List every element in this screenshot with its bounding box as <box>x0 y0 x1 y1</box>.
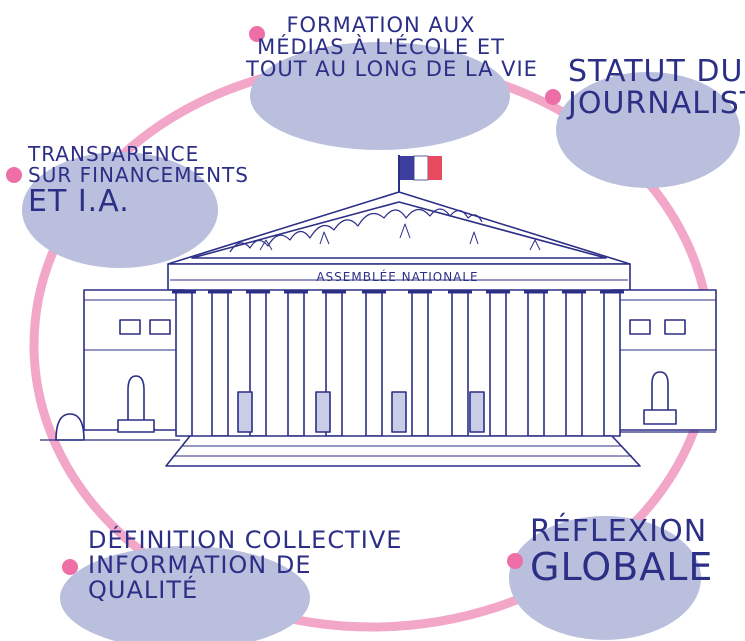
door <box>315 391 331 433</box>
flag-blue <box>400 156 414 180</box>
label-definition: DÉFINITION COLLECTIVE INFORMATION DE QUA… <box>88 526 403 605</box>
statue-right <box>643 371 677 425</box>
label-definition-line2: INFORMATION DE <box>88 551 312 580</box>
bubble-formation <box>250 42 510 150</box>
label-formation: FORMATION AUX MÉDIAS À L'ÉCOLE et TOUT a… <box>246 13 538 82</box>
dot-transparence <box>6 167 22 183</box>
flag-red <box>428 156 442 180</box>
label-transparence-line2: SUR FINANCEMENTS <box>28 163 249 187</box>
label-formation-line1: FORMATION AUX <box>286 13 476 37</box>
label-reflexion: RÉFLEXION GLOBALE <box>530 516 713 587</box>
statue-far-left <box>55 413 85 441</box>
pediment-inscription: ASSEMBLÉE NATIONALE <box>316 270 479 284</box>
label-reflexion-line1: RÉFLEXION <box>530 514 708 549</box>
colonnade <box>175 291 621 437</box>
label-statut-line1: STATUT du <box>568 54 744 89</box>
dot-statut <box>545 89 561 105</box>
door <box>237 391 253 433</box>
bubble-transparence <box>22 152 218 268</box>
label-transparence-line3: et I.A. <box>28 184 130 219</box>
bubble-statut <box>556 72 740 188</box>
dot-definition <box>62 559 78 575</box>
label-reflexion-line2: GLOBALE <box>530 544 714 589</box>
assemblee-nationale-building <box>40 155 717 467</box>
statue-left <box>117 375 155 433</box>
label-statut-line2: JOURNALISTE <box>568 85 745 121</box>
dot-reflexion <box>507 553 523 569</box>
label-transparence-line1: TRANSPARENCE <box>28 142 200 166</box>
dot-formation <box>249 26 265 42</box>
door <box>469 391 485 433</box>
bubble-reflexion <box>509 516 701 640</box>
label-definition-line1: DÉFINITION COLLECTIVE <box>88 526 403 554</box>
label-transparence: TRANSPARENCE SUR FINANCEMENTS et I.A. <box>28 144 249 218</box>
flag-white <box>413 155 429 181</box>
label-definition-line3: QUALITÉ <box>88 576 199 605</box>
bubble-definition <box>60 546 310 641</box>
label-statut: STATUT du JOURNALISTE <box>568 56 745 119</box>
label-formation-line2: MÉDIAS À L'ÉCOLE et <box>257 35 505 60</box>
label-formation-line3: TOUT au long de LA VIE <box>246 57 538 82</box>
door <box>391 391 407 433</box>
